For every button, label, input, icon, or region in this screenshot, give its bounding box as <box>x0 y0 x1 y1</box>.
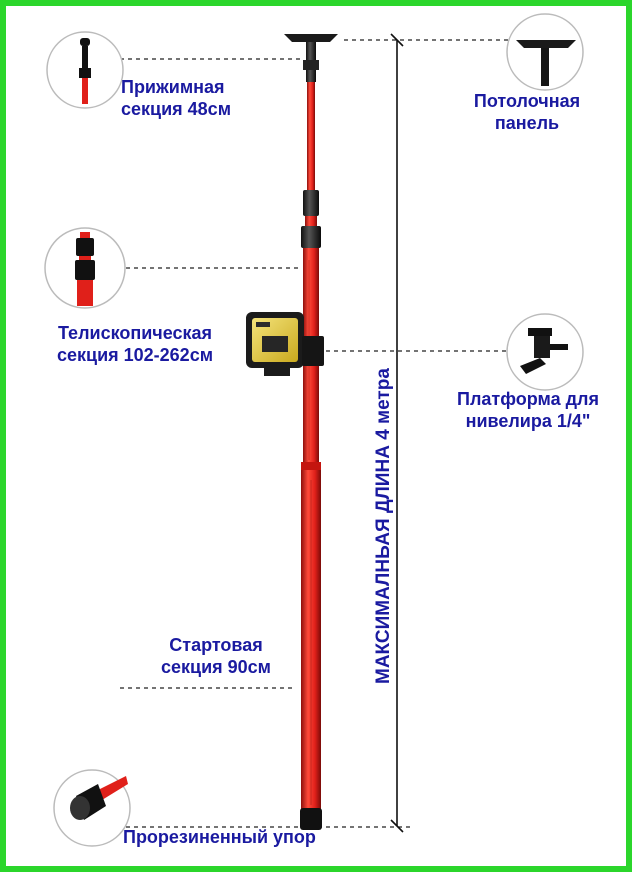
dimension-line <box>390 33 404 833</box>
label-ceiling-line1: Потолочная <box>473 91 581 111</box>
ceiling-plate-thumb-icon <box>506 13 584 91</box>
telescopic-joint-icon <box>44 227 126 309</box>
label-telescopic-section: Телископическая секция 102-262см <box>30 322 240 366</box>
label-platform-line2: нивелира 1/4" <box>465 411 591 431</box>
ceiling-plate-icon <box>284 34 338 42</box>
label-start-line1: Стартовая <box>169 635 263 655</box>
label-rubber-foot: Прорезиненный упор <box>123 827 316 847</box>
max-length-label: МАКСИМАЛНЬАЯ ДЛИНА 4 метра <box>373 368 394 684</box>
label-ceiling-panel: Потолочная панель <box>452 90 602 134</box>
clamp-section-icon <box>46 31 124 109</box>
level-bracket-icon <box>506 313 584 391</box>
label-clamp-line1: Прижимная <box>121 77 225 97</box>
label-clamp-section: Прижимная секция 48см <box>121 76 231 120</box>
thumbnails <box>44 13 584 847</box>
label-telescopic-line1: Телископическая <box>57 323 213 343</box>
label-platform-line1: Платформа для <box>457 389 599 409</box>
label-level-platform: Платформа для нивелира 1/4" <box>440 388 616 432</box>
label-ceiling-line2: панель <box>494 113 560 133</box>
pole-foot <box>300 808 322 830</box>
pole <box>284 34 338 830</box>
rubber-foot-icon <box>53 769 131 847</box>
label-telescopic-line2: секция 102-262см <box>56 345 214 365</box>
laser-level-icon <box>246 312 324 376</box>
label-start-line2: секция 90см <box>160 657 271 677</box>
label-clamp-line2: секция 48см <box>121 99 232 119</box>
leader-lines <box>120 39 510 828</box>
label-start-section: Стартовая секция 90см <box>146 634 286 678</box>
